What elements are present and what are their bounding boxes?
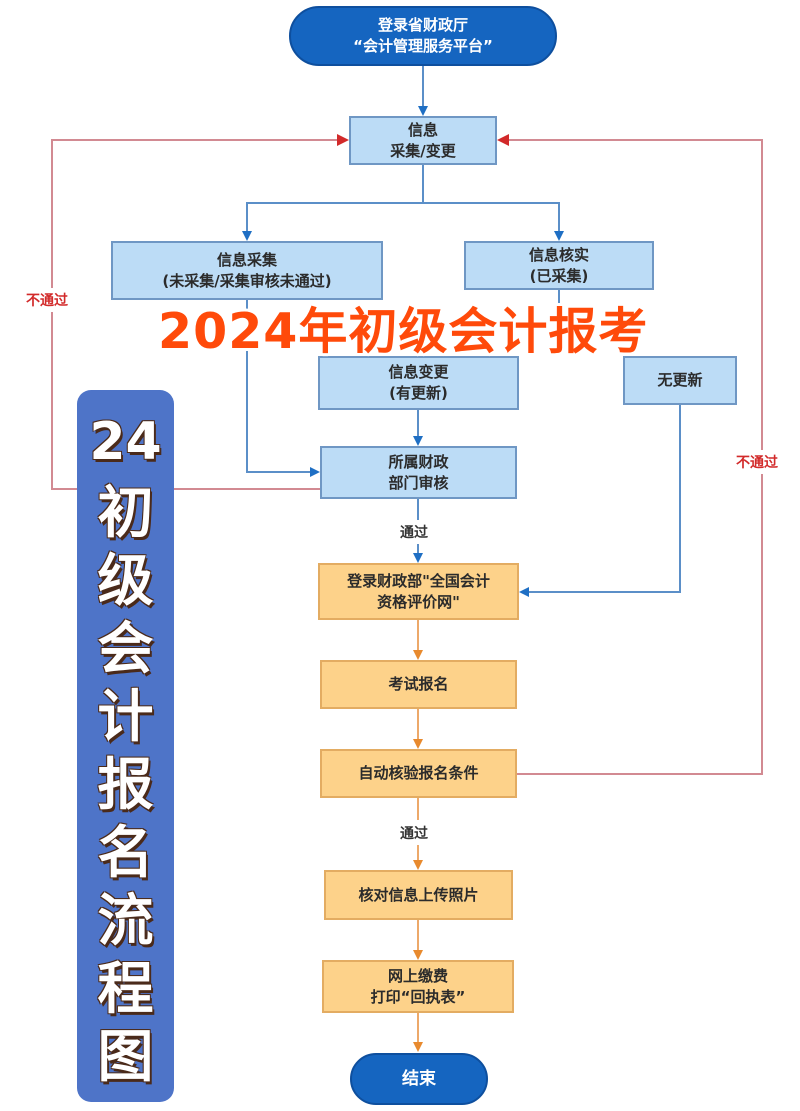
payment-line1: 网上缴费: [387, 966, 448, 985]
banner-char: 级: [97, 549, 154, 614]
info-collect-node: 信息采集 (未采集/采集审核未通过): [111, 241, 383, 300]
banner-char: 初: [97, 481, 154, 546]
payment-node: 网上缴费 打印“回执表”: [322, 960, 514, 1013]
payment-line2: 打印“回执表”: [370, 987, 466, 1006]
start-line2: “会计管理服务平台”: [353, 37, 493, 55]
info-update-node: 信息 采集/变更: [349, 116, 497, 165]
info-verify-line2: (已采集): [529, 266, 589, 285]
info-verify-node: 信息核实 (已采集): [464, 241, 654, 290]
banner-char: 程: [97, 957, 154, 1022]
login-national-node: 登录财政部"全国会计 资格评价网": [318, 563, 519, 620]
info-collect-line2: (未采集/采集审核未通过): [162, 271, 332, 290]
exam-register-node: 考试报名: [320, 660, 517, 709]
no-update-node: 无更新: [623, 356, 737, 405]
info-update-line1: 信息: [407, 120, 438, 139]
banner-char: 图: [97, 1025, 154, 1090]
banner-char: 会: [97, 617, 154, 682]
auto-check-line1: 自动核验报名条件: [358, 764, 479, 782]
info-verify-line1: 信息核实: [528, 245, 589, 264]
pass-label-1: 通过: [400, 525, 428, 541]
info-change-line2: (有更新): [389, 384, 448, 402]
start-node: 登录省财政厅 “会计管理服务平台”: [289, 6, 557, 66]
banner-char: 24: [89, 412, 162, 472]
finance-review-line1: 所属财政: [388, 452, 449, 471]
banner-char: 报: [97, 753, 154, 818]
end-node: 结束: [350, 1053, 488, 1105]
info-change-line1: 信息变更: [388, 363, 449, 381]
banner-char: 流: [97, 889, 154, 954]
info-update-line2: 采集/变更: [390, 141, 456, 160]
login-national-line1: 登录财政部"全国会计: [347, 571, 490, 590]
exam-register-line1: 考试报名: [388, 675, 449, 693]
fail-label-left: 不通过: [26, 288, 68, 312]
banner-char: 名: [97, 821, 154, 886]
pass-label-2: 通过: [400, 826, 428, 842]
no-update-line1: 无更新: [657, 371, 703, 389]
upload-photo-node: 核对信息上传照片: [324, 870, 513, 920]
login-national-line2: 资格评价网": [377, 592, 460, 611]
finance-review-line2: 部门审核: [388, 473, 449, 492]
fail-label-right: 不通过: [736, 450, 778, 474]
headline-title: 2024年初级会计报考: [158, 303, 649, 360]
start-line1: 登录省财政厅: [377, 16, 468, 34]
info-collect-line1: 信息采集: [216, 250, 277, 269]
auto-check-node: 自动核验报名条件: [320, 749, 517, 798]
info-change-node: 信息变更 (有更新): [318, 356, 519, 410]
finance-review-node: 所属财政 部门审核: [320, 446, 517, 499]
upload-photo-line1: 核对信息上传照片: [358, 885, 479, 904]
side-banner: 24 初 级 会 计 报 名 流 程 图: [77, 390, 174, 1102]
banner-char: 计: [97, 685, 154, 750]
end-line1: 结束: [402, 1068, 436, 1089]
